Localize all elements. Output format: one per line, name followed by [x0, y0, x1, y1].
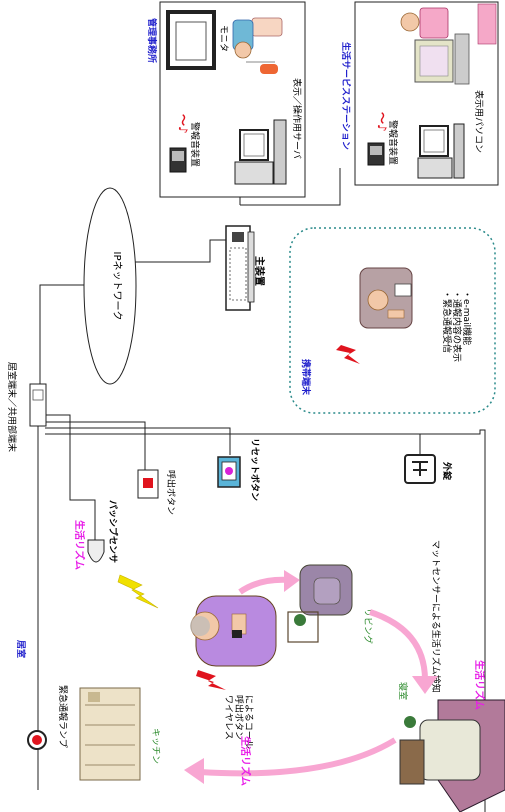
life-rhythm-label-3: 生活リズム — [239, 736, 252, 786]
alarm-device-1-icon: ～♪ — [169, 114, 190, 173]
call-button-icon — [137, 469, 159, 499]
arrow-bedroom-to-kitchen — [199, 737, 397, 777]
management-office-title: 管理事務所 — [146, 18, 158, 63]
wireless-label-2: 呼出ボタン — [233, 695, 245, 740]
life-service-station-box: ～♪ 警報音装置 表示用パソコン — [354, 1, 499, 186]
alarm-device-2-icon: ～♪ — [367, 112, 389, 166]
mobile-item-3: ・e-mail機能 — [461, 290, 473, 345]
mobile-item-1: ・緊急通報受信 — [441, 290, 453, 353]
passive-sensor-icon — [87, 539, 105, 563]
wireless-label-1: ワイヤレス — [223, 695, 233, 740]
monitor-icon — [166, 10, 216, 70]
mobile-terminal-title: 携帯端末 — [300, 359, 312, 396]
life-rhythm-arrowheads — [184, 570, 438, 784]
ip-network-label: IPネットワーク — [111, 252, 123, 321]
passive-sensor-label: パッシブセンサ — [107, 500, 119, 563]
svg-text:～♪: ～♪ — [375, 112, 389, 132]
room-title: 居室 — [15, 640, 27, 658]
svg-text:～♪: ～♪ — [176, 114, 190, 134]
link-main-to-station — [240, 168, 341, 206]
life-rhythm-label-1: 生活リズム — [73, 520, 86, 570]
mat-sensor-label: マットセンサーによる生活リズム検知 — [430, 540, 442, 693]
display-pc-icon — [417, 123, 465, 179]
call-button-label: 呼出ボタン — [165, 470, 177, 515]
main-unit-label: 主装置 — [253, 256, 266, 286]
main-unit-icon — [225, 225, 255, 311]
alarm-device-1-label: 警報音装置 — [189, 122, 201, 167]
room-terminal-label: 居室端末／共用部端末 — [6, 362, 18, 452]
emergency-lamp-icon — [27, 730, 47, 750]
reset-button-icon — [217, 456, 241, 488]
station-operator-icon — [400, 3, 497, 85]
kitchen-label: キッチン — [150, 728, 161, 764]
wireless-label-3: によるコール — [243, 695, 254, 749]
arrow-living-to-bedroom — [369, 609, 428, 681]
wiring — [37, 109, 486, 812]
sensor-signal-lightning-icon — [117, 574, 159, 609]
ip-network-cloud — [83, 187, 137, 385]
reset-button-label: リセットボタン — [249, 438, 261, 501]
mobile-item-2: ・通報内容の表示 — [451, 290, 463, 362]
server-computer-icon — [234, 119, 287, 185]
life-rhythm-label-2: 生活リズム — [473, 660, 486, 710]
emergency-lamp-label: 緊急通報ランプ — [57, 685, 69, 748]
mobile-signal-lightning-icon — [336, 345, 360, 364]
kitchen-icon — [79, 687, 141, 781]
elderly-woman-icon — [190, 595, 277, 667]
living-label: リビング — [362, 608, 374, 644]
life-service-station-title: 生活サービスステーション — [340, 42, 352, 150]
mobile-user-icon — [359, 267, 413, 329]
management-office-box: モニタ 表示／操作用サーバ ～♪ 警報音装置 — [159, 1, 306, 198]
bedroom-label: 寝室 — [397, 682, 409, 700]
operator-person-icon — [232, 17, 283, 74]
display-pc-label: 表示用パソコン — [473, 90, 485, 153]
wireless-signal-lightning-icon — [196, 670, 226, 690]
arrow-woman-to-living — [238, 576, 291, 595]
server-label: 表示／操作用サーバ — [291, 78, 303, 159]
link-cloud-to-terminal — [39, 284, 86, 385]
door-lock-label: 外錠 — [441, 461, 453, 481]
link-main-to-cloud — [110, 239, 226, 263]
monitor-label: モニタ — [218, 25, 229, 52]
living-sofa-icon — [287, 564, 353, 643]
alarm-device-2-label: 警報音装置 — [387, 120, 399, 165]
mobile-terminal-box: ・緊急通報受信 ・通報内容の表示 ・e-mail機能 — [289, 227, 496, 414]
door-lock-icon — [404, 454, 436, 484]
bedroom-bed-icon — [399, 699, 505, 812]
room-terminal-icon — [29, 383, 47, 427]
